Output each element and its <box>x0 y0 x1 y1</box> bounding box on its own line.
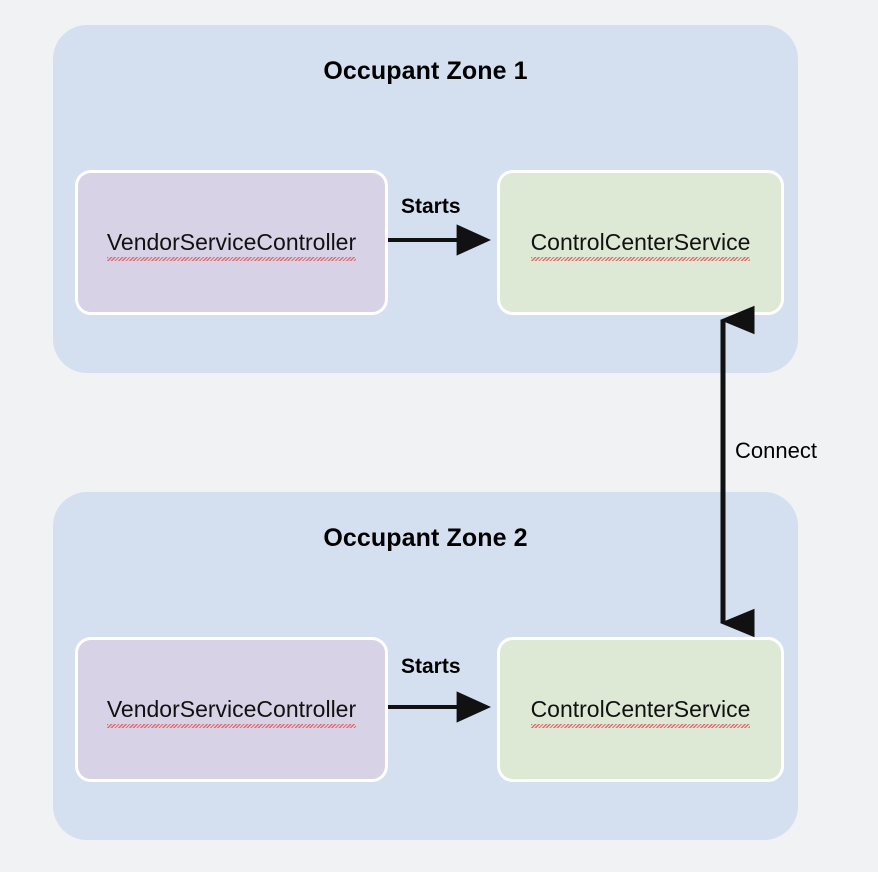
node-label: VendorServiceController <box>106 696 357 728</box>
node-label: ControlCenterService <box>530 696 751 728</box>
edge-label-starts-zone1: Starts <box>401 195 461 218</box>
node-control-center-service-zone1[interactable]: ControlCenterService <box>497 170 784 315</box>
node-vendor-service-controller-zone1[interactable]: VendorServiceController <box>75 170 388 315</box>
node-label: VendorServiceController <box>106 229 357 261</box>
node-control-center-service-zone2[interactable]: ControlCenterService <box>497 637 784 782</box>
node-vendor-service-controller-zone2[interactable]: VendorServiceController <box>75 637 388 782</box>
edge-label-starts-zone2: Starts <box>401 655 461 678</box>
node-label: ControlCenterService <box>530 229 751 261</box>
zone-title-1: Occupant Zone 1 <box>323 57 528 85</box>
zone-title-2: Occupant Zone 2 <box>323 524 528 552</box>
edge-label-connect: Connect <box>735 438 817 463</box>
